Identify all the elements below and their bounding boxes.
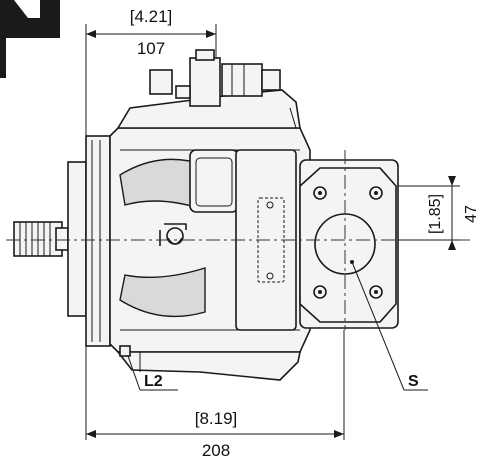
bottom-dim-inches: [8.19] <box>195 409 238 428</box>
control-valve <box>116 49 301 129</box>
port-s-label: S <box>408 373 419 390</box>
port-l2-label: L2 <box>144 373 163 390</box>
bottom-dimension: [8.19] 208 <box>85 330 345 460</box>
top-dim-mm: 107 <box>137 39 165 58</box>
bottom-dim-mm: 208 <box>202 441 230 460</box>
port-s-callout: S <box>350 260 428 391</box>
lower-body <box>116 351 301 381</box>
right-dim-inches: [1.85] <box>427 194 444 234</box>
top-dimension: [4.21] 107 <box>85 7 217 136</box>
corner-mark <box>0 0 60 78</box>
top-dim-inches: [4.21] <box>130 7 173 26</box>
right-dim-mm: 47 <box>463 205 480 223</box>
mounting-flange <box>67 135 111 347</box>
port-plate <box>299 159 399 329</box>
right-dimension: [1.85] 47 <box>398 176 480 250</box>
port-l2-callout: L2 <box>119 345 178 391</box>
drive-shaft <box>13 221 69 257</box>
